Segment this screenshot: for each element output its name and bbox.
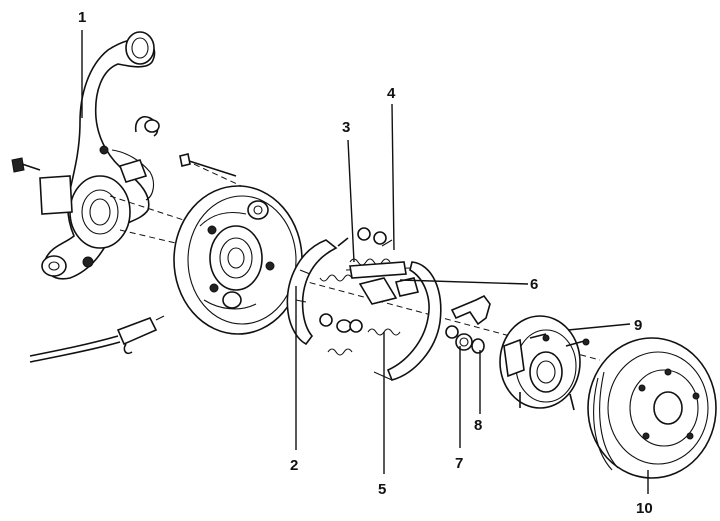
callout-4: 4 — [387, 85, 396, 102]
parking-lever-bracket — [450, 294, 491, 326]
brake-shoe-right — [373, 261, 442, 381]
callout-8: 8 — [474, 417, 482, 434]
brake-shoe-left — [286, 239, 338, 346]
backing-plate — [173, 153, 303, 335]
leader-lines — [81, 30, 649, 494]
brake-drum — [587, 337, 717, 479]
steering-knuckle — [39, 31, 156, 280]
callout-3: 3 — [342, 119, 350, 136]
callout-9: 9 — [634, 317, 642, 334]
callout-7: 7 — [455, 455, 463, 472]
wheel-cylinder-parts — [445, 325, 485, 354]
retaining-clip — [134, 116, 160, 137]
brake-cable — [29, 315, 165, 363]
callout-2: 2 — [290, 457, 298, 474]
wheel-hub — [499, 315, 590, 411]
callouts: 1 2 3 4 5 6 7 8 9 10 — [78, 9, 653, 517]
callout-1: 1 — [78, 9, 86, 26]
callout-6: 6 — [530, 276, 538, 293]
callout-10: 10 — [636, 500, 653, 517]
adjuster-and-springs — [319, 227, 420, 356]
knuckle-bolt — [11, 157, 41, 173]
callout-5: 5 — [378, 481, 386, 498]
